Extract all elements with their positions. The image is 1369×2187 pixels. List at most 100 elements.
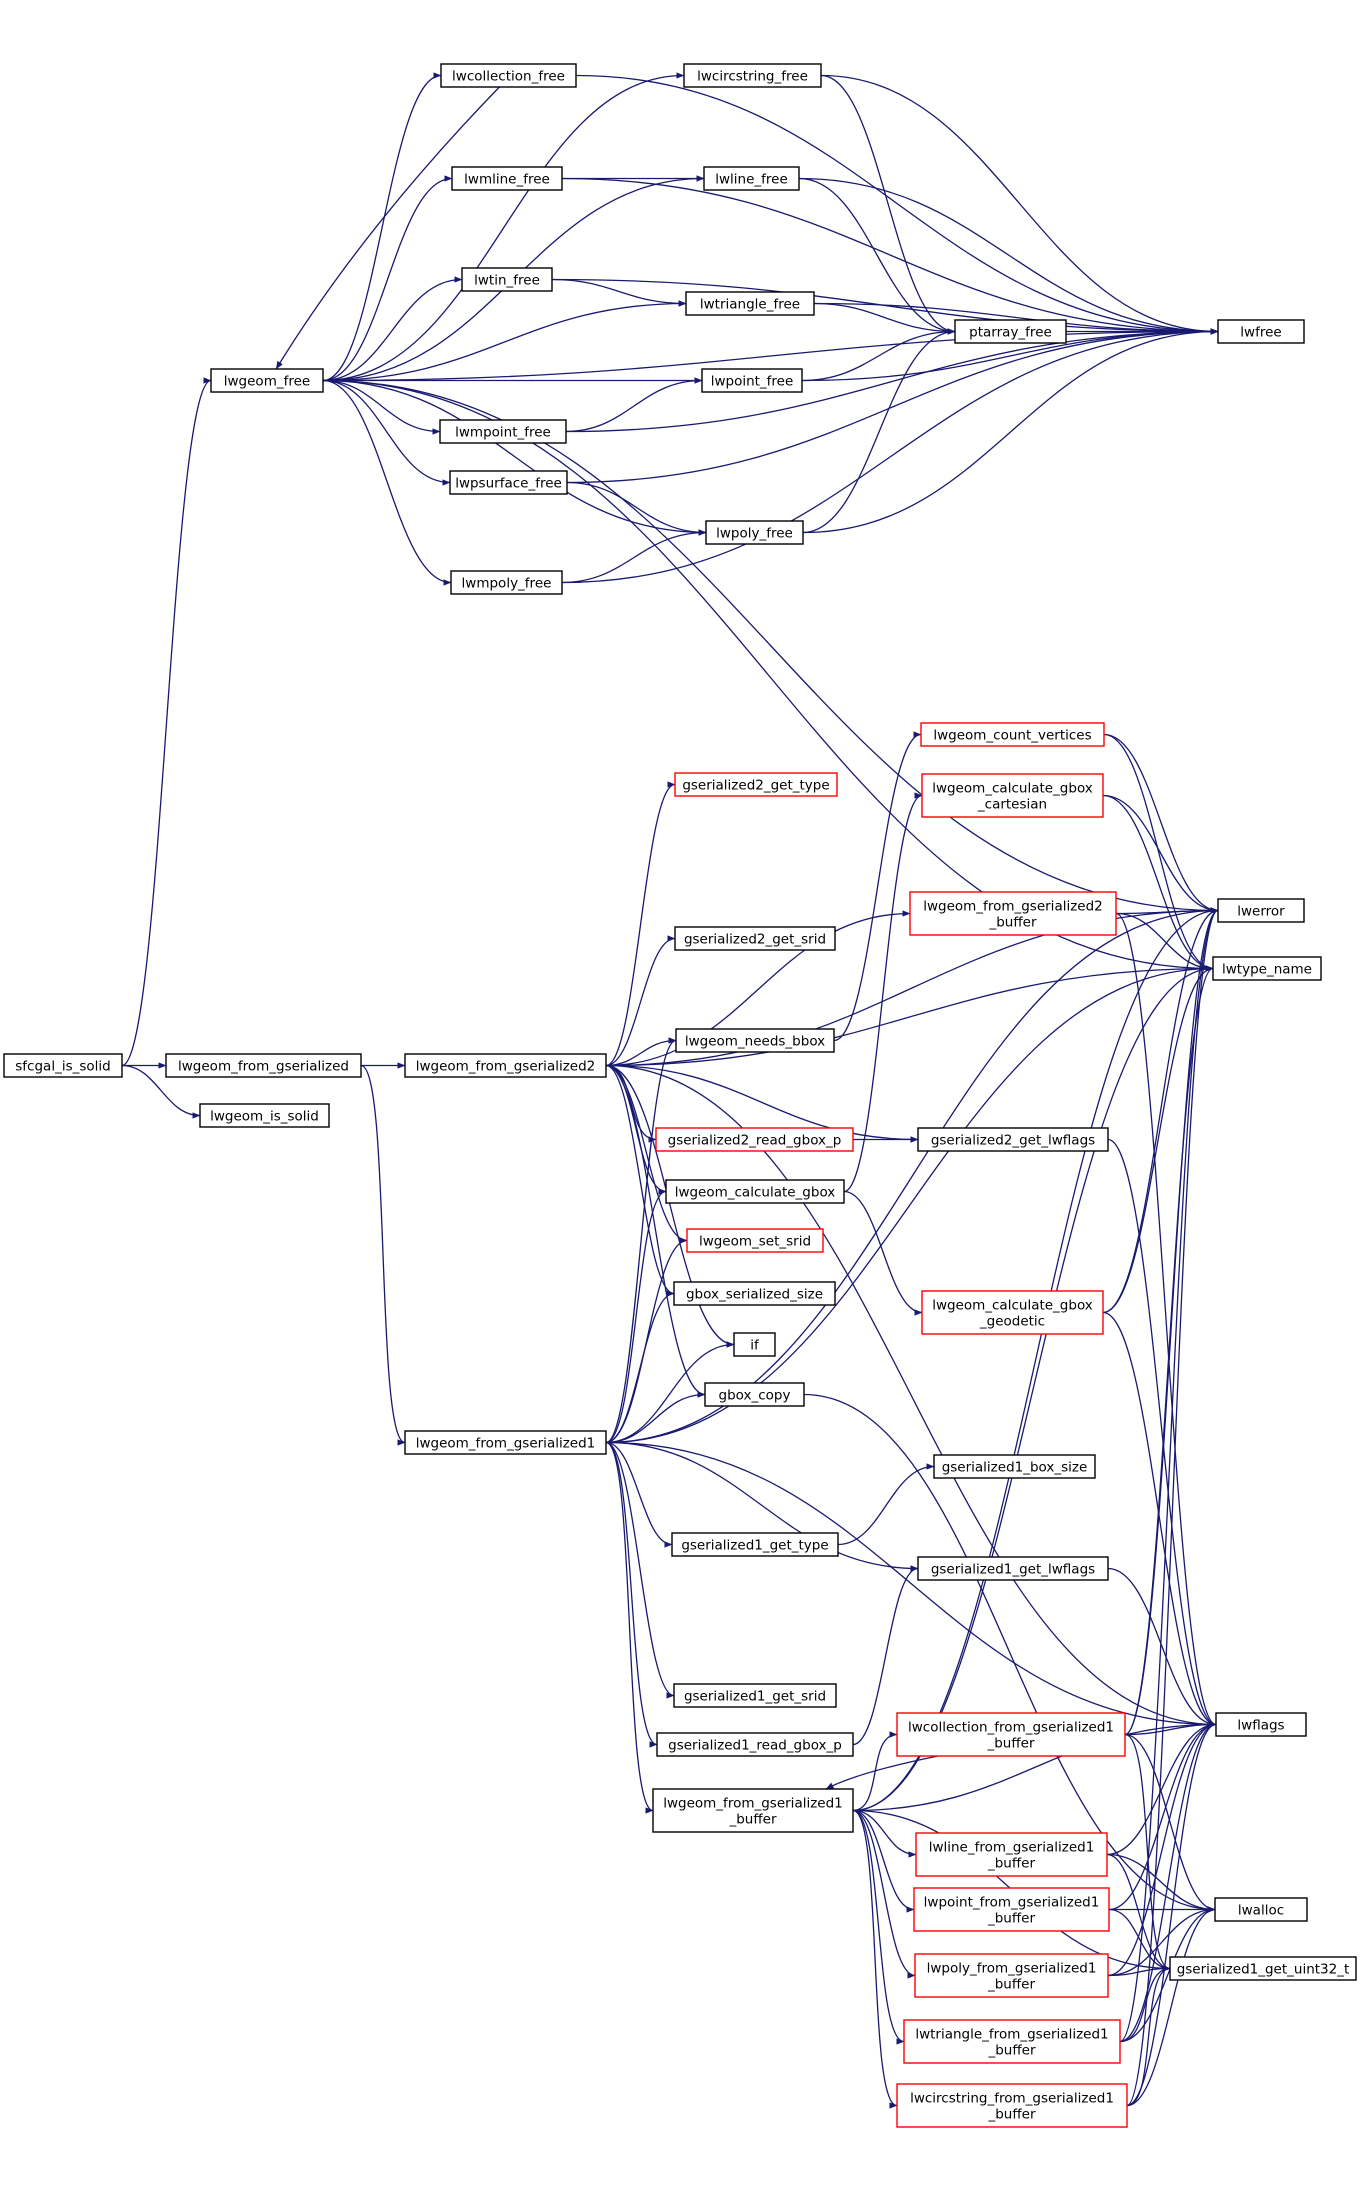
- node-gserialized1-get-uint32-t[interactable]: gserialized1_get_uint32_t: [1169, 1956, 1357, 1981]
- node-label: lwmpoly_free: [462, 576, 552, 592]
- node-label: _buffer: [987, 2043, 1035, 2059]
- node-lwcollection-from-gserialized1-buffer[interactable]: lwcollection_from_gserialized1_buffer: [896, 1712, 1126, 1757]
- node-box: [652, 1788, 854, 1833]
- node-lwpoly-from-gserialized1-buffer[interactable]: lwpoly_from_gserialized1_buffer: [914, 1953, 1109, 1998]
- node-gserialized2-get-type[interactable]: gserialized2_get_type: [674, 772, 838, 797]
- node-box: [440, 63, 577, 88]
- node-if[interactable]: if: [733, 1332, 776, 1357]
- node-lwpsurface-free[interactable]: lwpsurface_free: [449, 470, 568, 495]
- node-label: _buffer: [987, 2107, 1035, 2123]
- edge-lwpsurface-free-to-lwfree: [566, 328, 1219, 484]
- edge-lwmline-free-to-lwfree: [561, 177, 1219, 335]
- node-lwfree[interactable]: lwfree: [1217, 319, 1305, 344]
- node-lwgeom-needs-bbox[interactable]: lwgeom_needs_bbox: [675, 1028, 835, 1053]
- node-lwpoint-from-gserialized1-buffer[interactable]: lwpoint_from_gserialized1_buffer: [913, 1887, 1110, 1932]
- node-box: [685, 291, 815, 316]
- node-gserialized2-read-gbox-p[interactable]: gserialized2_read_gbox_p: [655, 1127, 854, 1152]
- node-box: [913, 1887, 1110, 1932]
- node-ptarray-free[interactable]: ptarray_free: [954, 319, 1067, 344]
- node-label: _buffer: [987, 1856, 1035, 1872]
- node-box: [704, 1382, 805, 1407]
- node-lwgeom-count-vertices[interactable]: lwgeom_count_vertices: [920, 722, 1105, 747]
- node-lwtype-name[interactable]: lwtype_name: [1212, 956, 1322, 981]
- node-gserialized1-get-lwflags[interactable]: gserialized1_get_lwflags: [917, 1556, 1109, 1581]
- node-lwgeom-is-solid[interactable]: lwgeom_is_solid: [199, 1103, 330, 1128]
- node-lwgeom-calculate-gbox-geodetic[interactable]: lwgeom_calculate_gbox_geodetic: [921, 1290, 1104, 1335]
- edge-lwgeom-free-to-lwcircstring-free: [322, 72, 685, 382]
- node-lwpoint-free[interactable]: lwpoint_free: [701, 368, 803, 393]
- node-label: lwtype_name: [1222, 962, 1312, 978]
- node-box: [701, 368, 803, 393]
- node-label: lwgeom_set_srid: [699, 1234, 811, 1250]
- node-label: lwtriangle_free: [700, 297, 800, 313]
- node-label: lwgeom_from_gserialized2: [416, 1059, 596, 1075]
- node-lwtriangle-from-gserialized1-buffer[interactable]: lwtriangle_from_gserialized1_buffer: [903, 2019, 1121, 2064]
- node-label: lwcircstring_from_gserialized1: [910, 2091, 1114, 2107]
- edge-lwcollection-from-gserialized1-buffer-to-lwtype-name: [1124, 965, 1214, 1736]
- node-lwalloc[interactable]: lwalloc: [1214, 1897, 1308, 1922]
- node-label: gserialized1_box_size: [942, 1460, 1088, 1476]
- node-lwgeom-from-gserialized1[interactable]: lwgeom_from_gserialized1: [404, 1430, 607, 1455]
- node-lwline-from-gserialized1-buffer[interactable]: lwline_from_gserialized1_buffer: [915, 1832, 1108, 1877]
- edge-lwgeom-from-gserialized1-buffer-to-lwline-from-gserialized1-buffer: [852, 1809, 917, 1858]
- node-label: lwpoly_from_gserialized1: [927, 1961, 1097, 1977]
- edge-lwgeom-from-gserialized-to-lwgeom-from-gserialized1: [360, 1064, 406, 1446]
- edge-lwline-from-gserialized1-buffer-to-lwflags: [1106, 1721, 1217, 1856]
- node-lwgeom-free[interactable]: lwgeom_free: [210, 368, 324, 393]
- node-label: lwcollection_free: [452, 69, 565, 85]
- node-sfcgal-is-solid[interactable]: sfcgal_is_solid: [3, 1053, 123, 1078]
- edge-lwgeom-from-gserialized1-to-gserialized1-get-lwflags: [605, 1441, 919, 1572]
- edge-lwgeom-from-gserialized1-to-lwgeom-calculate-gbox: [605, 1188, 667, 1444]
- edge-gserialized2-get-lwflags-to-lwflags: [1107, 1138, 1217, 1728]
- edge-lwcollection-free-to-lwfree: [575, 74, 1219, 335]
- node-label: gbox_copy: [719, 1388, 791, 1404]
- edge-lwcollection-free-to-lwgeom-free: [275, 86, 500, 370]
- node-lwline-free[interactable]: lwline_free: [703, 166, 800, 191]
- node-label: lwtriangle_from_gserialized1: [915, 2027, 1108, 2043]
- node-label: lwgeom_needs_bbox: [685, 1034, 825, 1050]
- edge-lwpoly-from-gserialized1-buffer-to-lwflags: [1107, 1721, 1217, 1977]
- node-gserialized2-get-lwflags[interactable]: gserialized2_get_lwflags: [917, 1127, 1109, 1152]
- node-lwgeom-calculate-gbox[interactable]: lwgeom_calculate_gbox: [665, 1179, 845, 1204]
- node-gserialized1-get-type[interactable]: gserialized1_get_type: [671, 1532, 839, 1557]
- node-gbox-serialized-size[interactable]: gbox_serialized_size: [673, 1281, 836, 1306]
- node-lwtin-free[interactable]: lwtin_free: [461, 267, 553, 292]
- node-label: lwgeom_from_gserialized2: [923, 899, 1103, 915]
- node-lwmpoly-free[interactable]: lwmpoly_free: [450, 570, 563, 595]
- node-label: lwpoly_free: [716, 526, 793, 542]
- node-lwmpoint-free[interactable]: lwmpoint_free: [439, 419, 567, 444]
- node-lwpoly-free[interactable]: lwpoly_free: [705, 520, 804, 545]
- edge-lwgeom-free-to-lwmpoly-free: [322, 379, 452, 586]
- node-gserialized2-get-srid[interactable]: gserialized2_get_srid: [674, 926, 836, 951]
- node-box: [210, 368, 324, 393]
- node-lwcollection-free[interactable]: lwcollection_free: [440, 63, 577, 88]
- edge-lwgeom-calculate-gbox-geodetic-to-lwtype-name: [1102, 965, 1214, 1314]
- node-lwgeom-calculate-gbox-cartesian[interactable]: lwgeom_calculate_gbox_cartesian: [921, 773, 1104, 818]
- node-label: lwtin_free: [474, 273, 540, 289]
- node-lwgeom-from-gserialized[interactable]: lwgeom_from_gserialized: [165, 1053, 362, 1078]
- node-box: [683, 63, 822, 88]
- node-gserialized1-get-srid[interactable]: gserialized1_get_srid: [673, 1683, 837, 1708]
- edge-lwgeom-free-to-lwerror: [322, 379, 1219, 914]
- node-lwtriangle-free[interactable]: lwtriangle_free: [685, 291, 815, 316]
- node-gbox-copy[interactable]: gbox_copy: [704, 1382, 805, 1407]
- node-gserialized1-box-size[interactable]: gserialized1_box_size: [933, 1454, 1096, 1479]
- node-label: lwerror: [1237, 904, 1285, 920]
- node-box: [705, 520, 804, 545]
- node-lwcircstring-free[interactable]: lwcircstring_free: [683, 63, 822, 88]
- edge-lwmpoly-free-to-lwfree: [561, 328, 1219, 584]
- node-label: lwgeom_from_gserialized: [178, 1059, 349, 1075]
- node-lwflags[interactable]: lwflags: [1215, 1712, 1307, 1737]
- node-box: [655, 1127, 854, 1152]
- node-lwgeom-from-gserialized1-buffer[interactable]: lwgeom_from_gserialized1_buffer: [652, 1788, 854, 1833]
- edge-lwline-free-to-lwfree: [798, 177, 1219, 335]
- edge-lwtriangle-from-gserialized1-buffer-to-lwflags: [1119, 1721, 1217, 2043]
- node-lwgeom-from-gserialized2[interactable]: lwgeom_from_gserialized2: [404, 1053, 607, 1078]
- node-lwcircstring-from-gserialized1-buffer[interactable]: lwcircstring_from_gserialized1_buffer: [896, 2083, 1128, 2128]
- node-lwgeom-from-gserialized2-buffer[interactable]: lwgeom_from_gserialized2_buffer: [909, 891, 1117, 936]
- node-lwgeom-set-srid[interactable]: lwgeom_set_srid: [686, 1228, 824, 1253]
- node-lwerror[interactable]: lwerror: [1217, 898, 1305, 923]
- edge-lwgeom-from-gserialized1-buffer-to-lwpoly-from-gserialized1-buffer: [852, 1809, 916, 1979]
- node-lwmline-free[interactable]: lwmline_free: [451, 166, 563, 191]
- node-gserialized1-read-gbox-p[interactable]: gserialized1_read_gbox_p: [656, 1732, 854, 1757]
